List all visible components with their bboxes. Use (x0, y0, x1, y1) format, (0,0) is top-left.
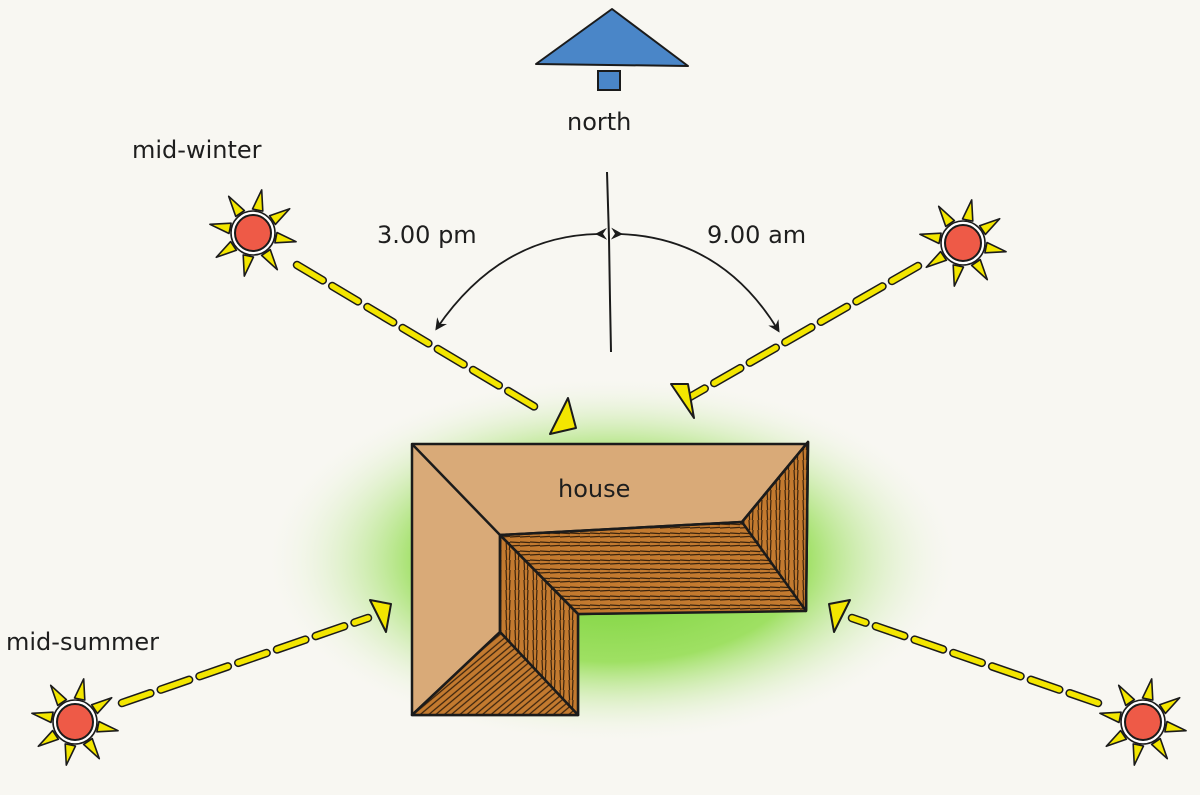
sun-ray (937, 205, 956, 228)
house-roof (410, 440, 810, 717)
sun-ray (1117, 684, 1136, 707)
arrowhead-winter-pm (549, 397, 577, 435)
sun-ray (242, 254, 255, 277)
sun-core (234, 214, 272, 252)
sun-ray (215, 240, 238, 259)
sun-ray (1150, 737, 1169, 760)
north-arrow-icon (535, 8, 689, 91)
arrowhead-summer-pm (369, 599, 392, 633)
sun-ray (970, 258, 989, 281)
sun-ray (227, 195, 246, 218)
sun-ray (96, 720, 119, 733)
sun-ray (919, 232, 942, 245)
sun-ray (251, 189, 264, 212)
north-axis-line (606, 171, 612, 353)
arrowhead-winter-am (670, 383, 695, 419)
sun-core (56, 703, 94, 741)
sun-ray (268, 207, 291, 226)
sun-ray (31, 711, 54, 724)
sun-ray (82, 737, 101, 760)
arrowhead-summer-am (828, 599, 851, 633)
sun-ray (37, 729, 60, 748)
house-label: house (558, 475, 631, 503)
sun-icon (209, 189, 297, 277)
arc-9am (610, 227, 780, 333)
time-9am-label: 9.00 am (707, 221, 807, 249)
sun-ray (1141, 678, 1154, 701)
sun-ray (925, 250, 948, 269)
sun-core (944, 224, 982, 262)
sun-ray (1105, 729, 1128, 748)
sun-ray (274, 231, 297, 244)
mid-summer-label: mid-summer (6, 628, 160, 656)
sun-ray (952, 264, 965, 287)
arc-3pm (435, 227, 608, 331)
sun-ray (64, 743, 77, 766)
mid-winter-label: mid-winter (132, 136, 262, 164)
sun-ray (49, 684, 68, 707)
time-3pm-label: 3.00 pm (377, 221, 477, 249)
sun-ray (1099, 711, 1122, 724)
sun-icon (919, 199, 1007, 287)
sun-ray (961, 199, 974, 222)
sun-core (1124, 703, 1162, 741)
sun-ray (1132, 743, 1145, 766)
sun-ray (90, 696, 113, 715)
north-label: north (567, 108, 632, 136)
sun-ray (1158, 696, 1181, 715)
sun-icon (1099, 678, 1187, 766)
sun-ray (73, 678, 86, 701)
sun-ray (260, 248, 279, 271)
sun-icon (31, 678, 119, 766)
sun-ray (984, 241, 1007, 254)
sun-ray (209, 222, 232, 235)
sun-ray (1164, 720, 1187, 733)
sun-paths (117, 260, 1103, 708)
sun-ray (978, 217, 1001, 236)
